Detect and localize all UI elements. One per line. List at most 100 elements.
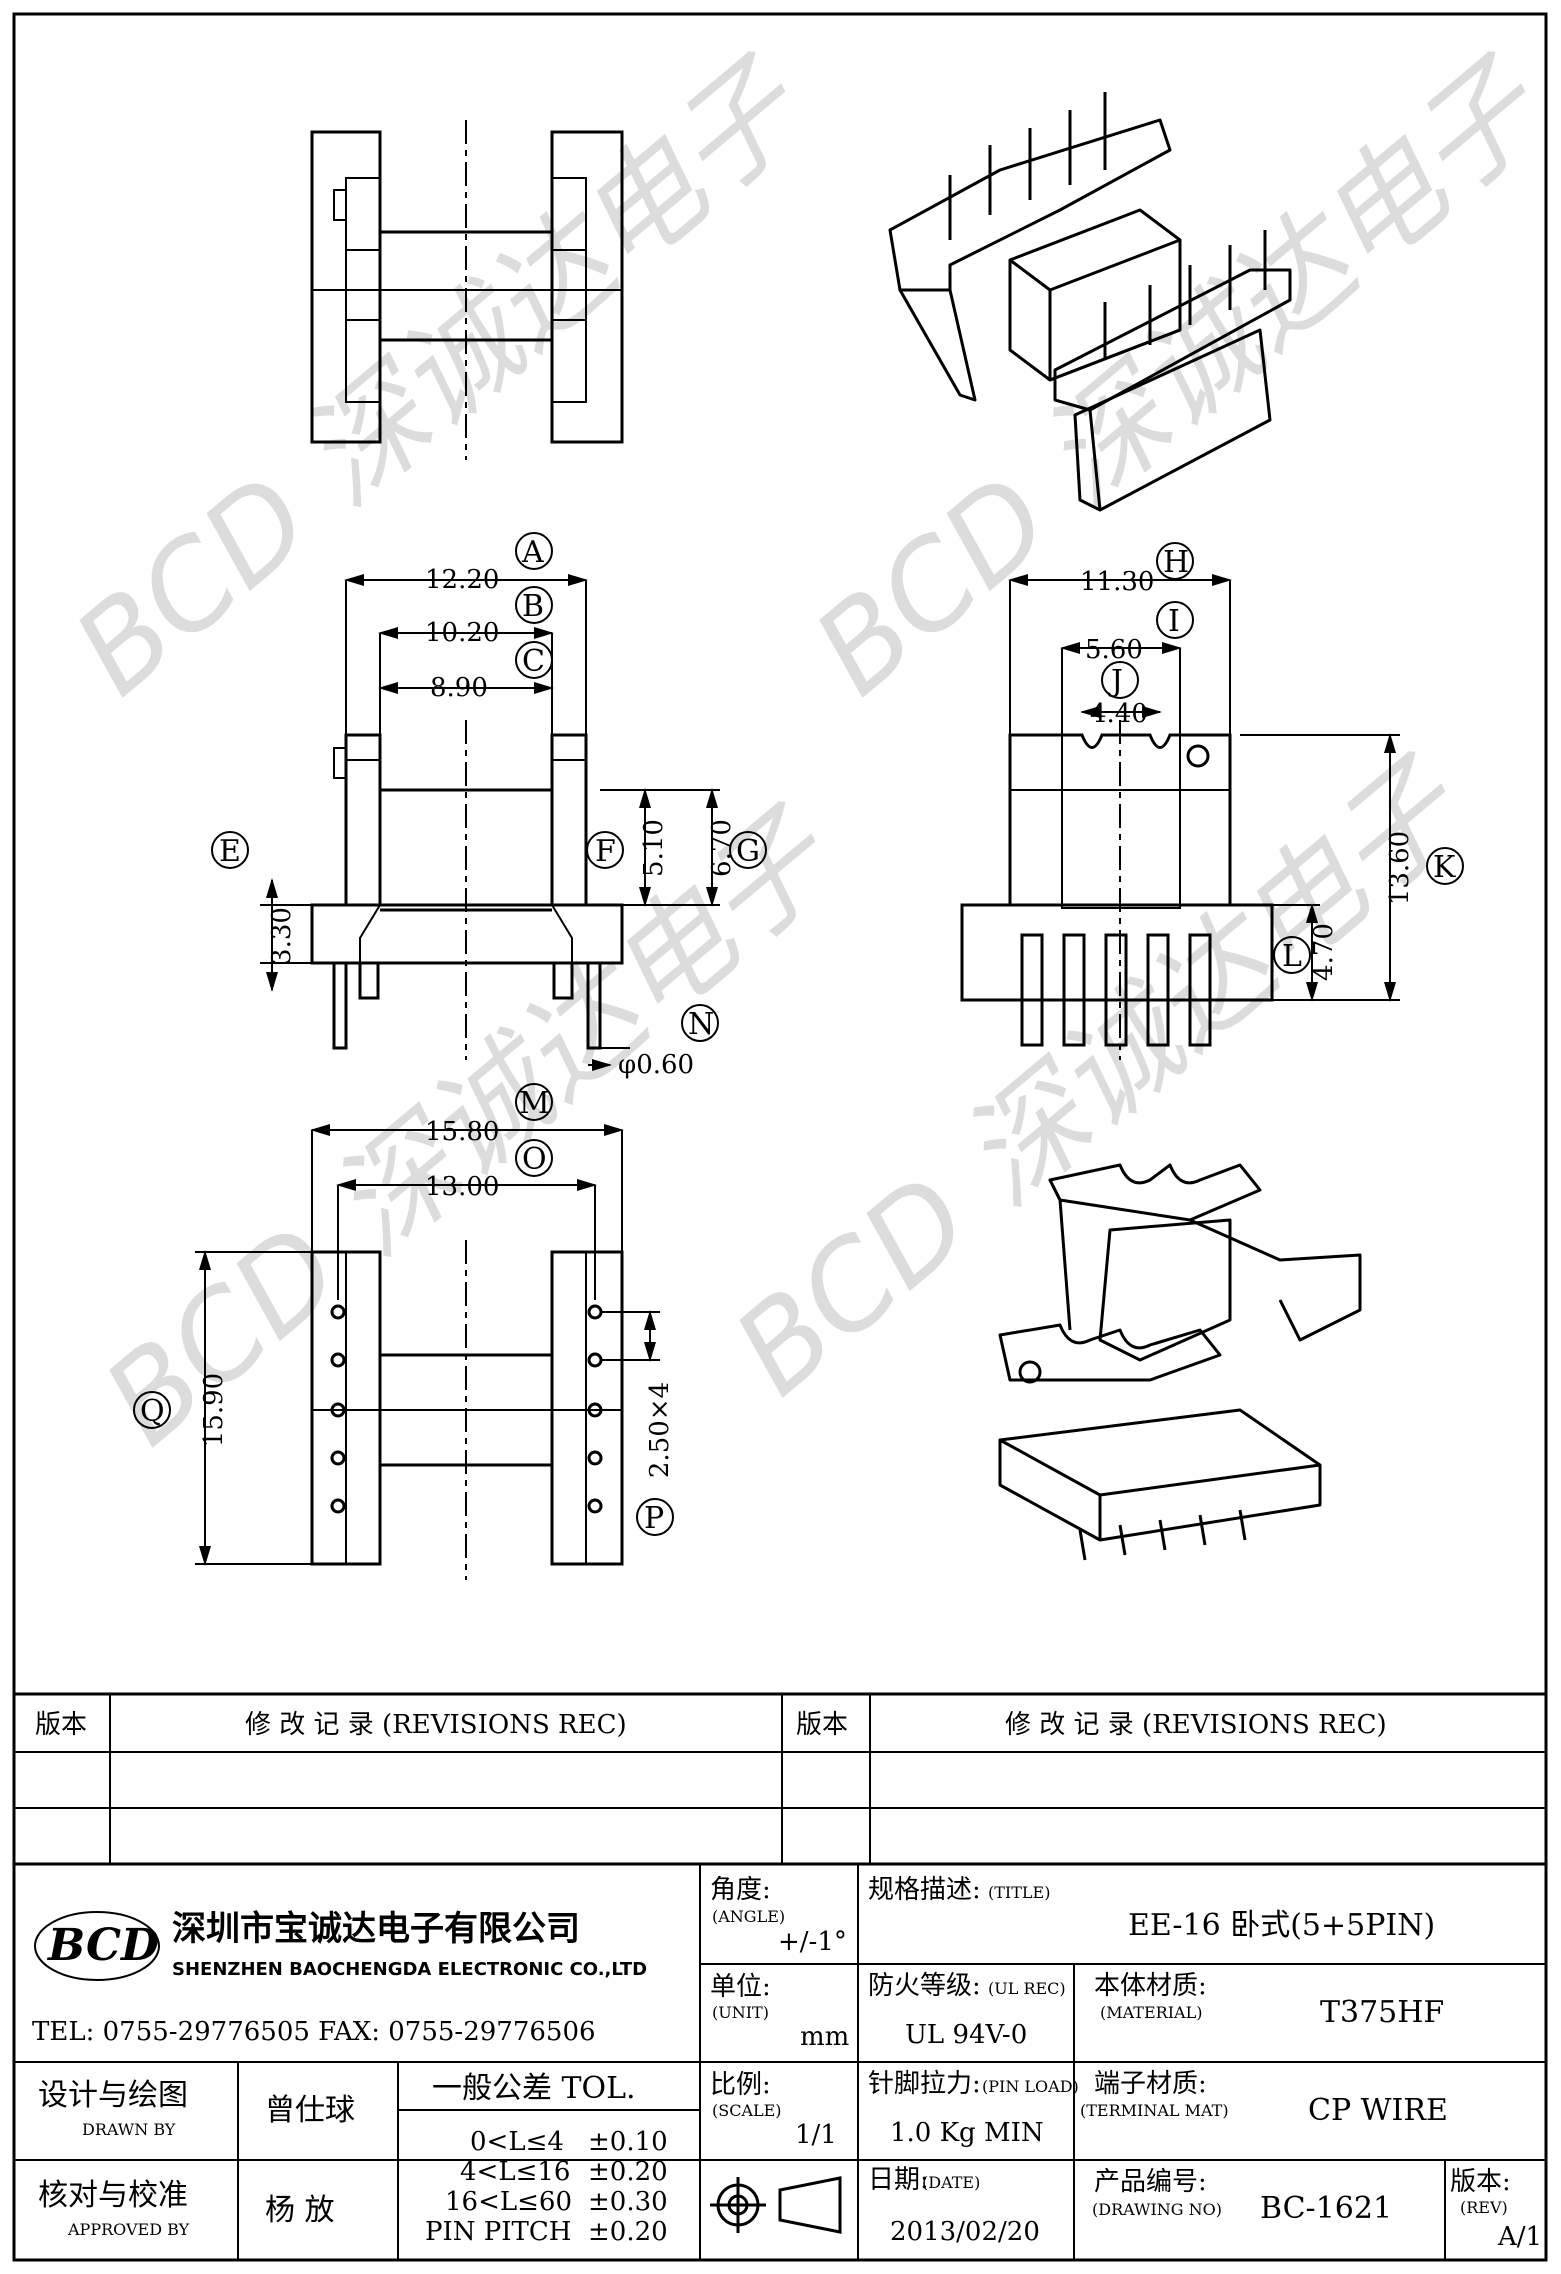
svg-text:13.00: 13.00 <box>425 1172 499 1202</box>
svg-text:O: O <box>522 1142 547 1177</box>
company-name-cn: 深圳市宝诚达电子有限公司 <box>172 1909 580 1949</box>
terminal-label: 端子材质: <box>1094 2069 1207 2099</box>
drawn-en: DRAWN BY <box>82 2120 176 2139</box>
svg-text:H: H <box>1163 545 1189 580</box>
right-side-view <box>960 720 1274 1060</box>
svg-text:10.20: 10.20 <box>425 618 499 648</box>
drawn-label: 设计与绘图 <box>38 2078 188 2113</box>
angle-en: (ANGLE) <box>712 1907 785 1926</box>
front-dim-text: 12.20 10.20 8.90 5.10 6.70 3.30 φ0.60 <box>267 565 737 1080</box>
title-value: EE-16 卧式(5+5PIN) <box>1128 1908 1435 1943</box>
rev-left-record: 修 改 记 录 (REVISIONS REC) <box>245 1710 627 1740</box>
rev-label: 版本: <box>1450 2167 1511 2197</box>
right-dims <box>1008 574 1400 1002</box>
date-label: 日期: <box>868 2165 929 2195</box>
isometric-view-top <box>888 92 1292 512</box>
material-en: (MATERIAL) <box>1100 2003 1202 2022</box>
svg-text:Q: Q <box>140 1394 165 1429</box>
rev-en: (REV) <box>1460 2198 1508 2217</box>
scale-value: 1/1 <box>795 2120 837 2150</box>
svg-text:4.70: 4.70 <box>1309 923 1339 981</box>
svg-text:G: G <box>736 834 760 869</box>
rev-right-record: 修 改 记 录 (REVISIONS REC) <box>1005 1710 1387 1740</box>
material-value: T375HF <box>1320 1995 1444 2030</box>
circled-letter-text: A B C E F G N H I J K L M O Q P <box>140 535 1456 1536</box>
svg-text:±0.10: ±0.10 <box>588 2127 668 2157</box>
rev-right-version: 版本 <box>796 1710 848 1740</box>
front-side-view <box>310 720 624 1060</box>
svg-text:2.50×4: 2.50×4 <box>645 1382 675 1478</box>
unit-en: (UNIT) <box>712 2003 769 2022</box>
svg-text:J: J <box>1108 664 1123 699</box>
title-en: (TITLE) <box>988 1883 1050 1902</box>
rev-value: A/1 <box>1497 2222 1542 2252</box>
svg-text:I: I <box>1168 604 1180 639</box>
approved-en: APPROVED BY <box>67 2220 190 2239</box>
svg-text:K: K <box>1433 850 1456 885</box>
title-label: 规格描述: <box>868 1875 981 1905</box>
terminal-en: (TERMINAL MAT) <box>1080 2101 1229 2120</box>
date-en: (DATE) <box>922 2173 980 2192</box>
ul-en: (UL REC) <box>988 1979 1066 1998</box>
svg-text:5.60: 5.60 <box>1085 635 1143 665</box>
company-logo: BCD <box>34 1911 160 1981</box>
svg-text:0<L≤4: 0<L≤4 <box>470 2127 564 2157</box>
svg-text:PIN PITCH: PIN PITCH <box>425 2217 571 2247</box>
drawn-value: 曾仕球 <box>265 2093 355 2128</box>
drawing-label: 产品编号: <box>1094 2167 1207 2197</box>
title-block-grid <box>12 1862 1548 2262</box>
unit-label: 单位: <box>710 1972 771 2002</box>
svg-text:BCD 深诚达电子: BCD 深诚达电子 <box>709 735 1491 1422</box>
terminal-value: CP WIRE <box>1308 2093 1448 2128</box>
drawing-value: BC-1621 <box>1260 2191 1392 2226</box>
ul-label: 防火等级: <box>868 1971 981 2001</box>
bottom-view <box>310 1240 624 1580</box>
company-contact: TEL: 0755-29776505 FAX: 0755-29776506 <box>32 2017 596 2047</box>
isometric-view-bottom <box>998 1163 1362 1561</box>
svg-text:5.10: 5.10 <box>639 819 669 877</box>
approved-value: 杨 放 <box>265 2193 335 2228</box>
scale-en: (SCALE) <box>712 2101 782 2120</box>
svg-text:N: N <box>688 1007 714 1042</box>
svg-text:BCD: BCD <box>46 1920 159 1971</box>
tolerance-rows: 0<L≤4 ±0.10 4<L≤16 ±0.20 16<L≤60 ±0.30 P… <box>425 2127 668 2247</box>
top-view <box>310 120 624 460</box>
date-value: 2013/02/20 <box>890 2217 1040 2247</box>
svg-text:13.60: 13.60 <box>1385 831 1415 905</box>
svg-text:12.20: 12.20 <box>425 565 499 595</box>
svg-text:6.70: 6.70 <box>707 819 737 877</box>
svg-text:P: P <box>644 1501 664 1536</box>
right-dim-text: 11.30 5.60 4.40 13.60 4.70 <box>1080 567 1415 981</box>
svg-text:E: E <box>219 834 241 869</box>
svg-text:M: M <box>519 1086 550 1121</box>
company-name-en: SHENZHEN BAOCHENGDA ELECTRONIC CO.,LTD <box>172 1959 647 1980</box>
svg-text:3.30: 3.30 <box>267 907 297 965</box>
pin-load-label: 针脚拉力: <box>868 2069 981 2099</box>
unit-value: mm <box>800 2022 849 2052</box>
svg-text:±0.30: ±0.30 <box>588 2187 668 2217</box>
front-dims <box>260 574 720 1071</box>
material-label: 本体材质: <box>1094 1971 1207 2001</box>
projection-symbol-icon <box>710 2176 842 2234</box>
rev-left-version: 版本 <box>35 1710 87 1740</box>
svg-text:15.90: 15.90 <box>199 1373 229 1447</box>
svg-text:11.30: 11.30 <box>1080 567 1154 597</box>
svg-text:A: A <box>521 535 544 570</box>
pin-load-en: (PIN LOAD) <box>982 2077 1079 2096</box>
svg-text:L: L <box>1282 939 1302 974</box>
drawing-en: (DRAWING NO) <box>1092 2200 1222 2219</box>
circled-labels <box>133 532 1464 1536</box>
svg-text:16<L≤60: 16<L≤60 <box>445 2187 572 2217</box>
ul-value: UL 94V-0 <box>905 2020 1027 2050</box>
svg-text:±0.20: ±0.20 <box>588 2157 668 2187</box>
svg-text:φ0.60: φ0.60 <box>618 1050 694 1080</box>
svg-text:15.80: 15.80 <box>425 1117 499 1147</box>
svg-text:4.40: 4.40 <box>1090 699 1148 729</box>
angle-label: 角度: <box>710 1875 771 1905</box>
svg-text:C: C <box>522 644 545 679</box>
bottom-dim-text: 15.80 13.00 15.90 2.50×4 <box>199 1117 675 1478</box>
svg-text:B: B <box>522 589 544 624</box>
svg-text:±0.20: ±0.20 <box>588 2217 668 2247</box>
scale-label: 比例: <box>710 2070 771 2100</box>
